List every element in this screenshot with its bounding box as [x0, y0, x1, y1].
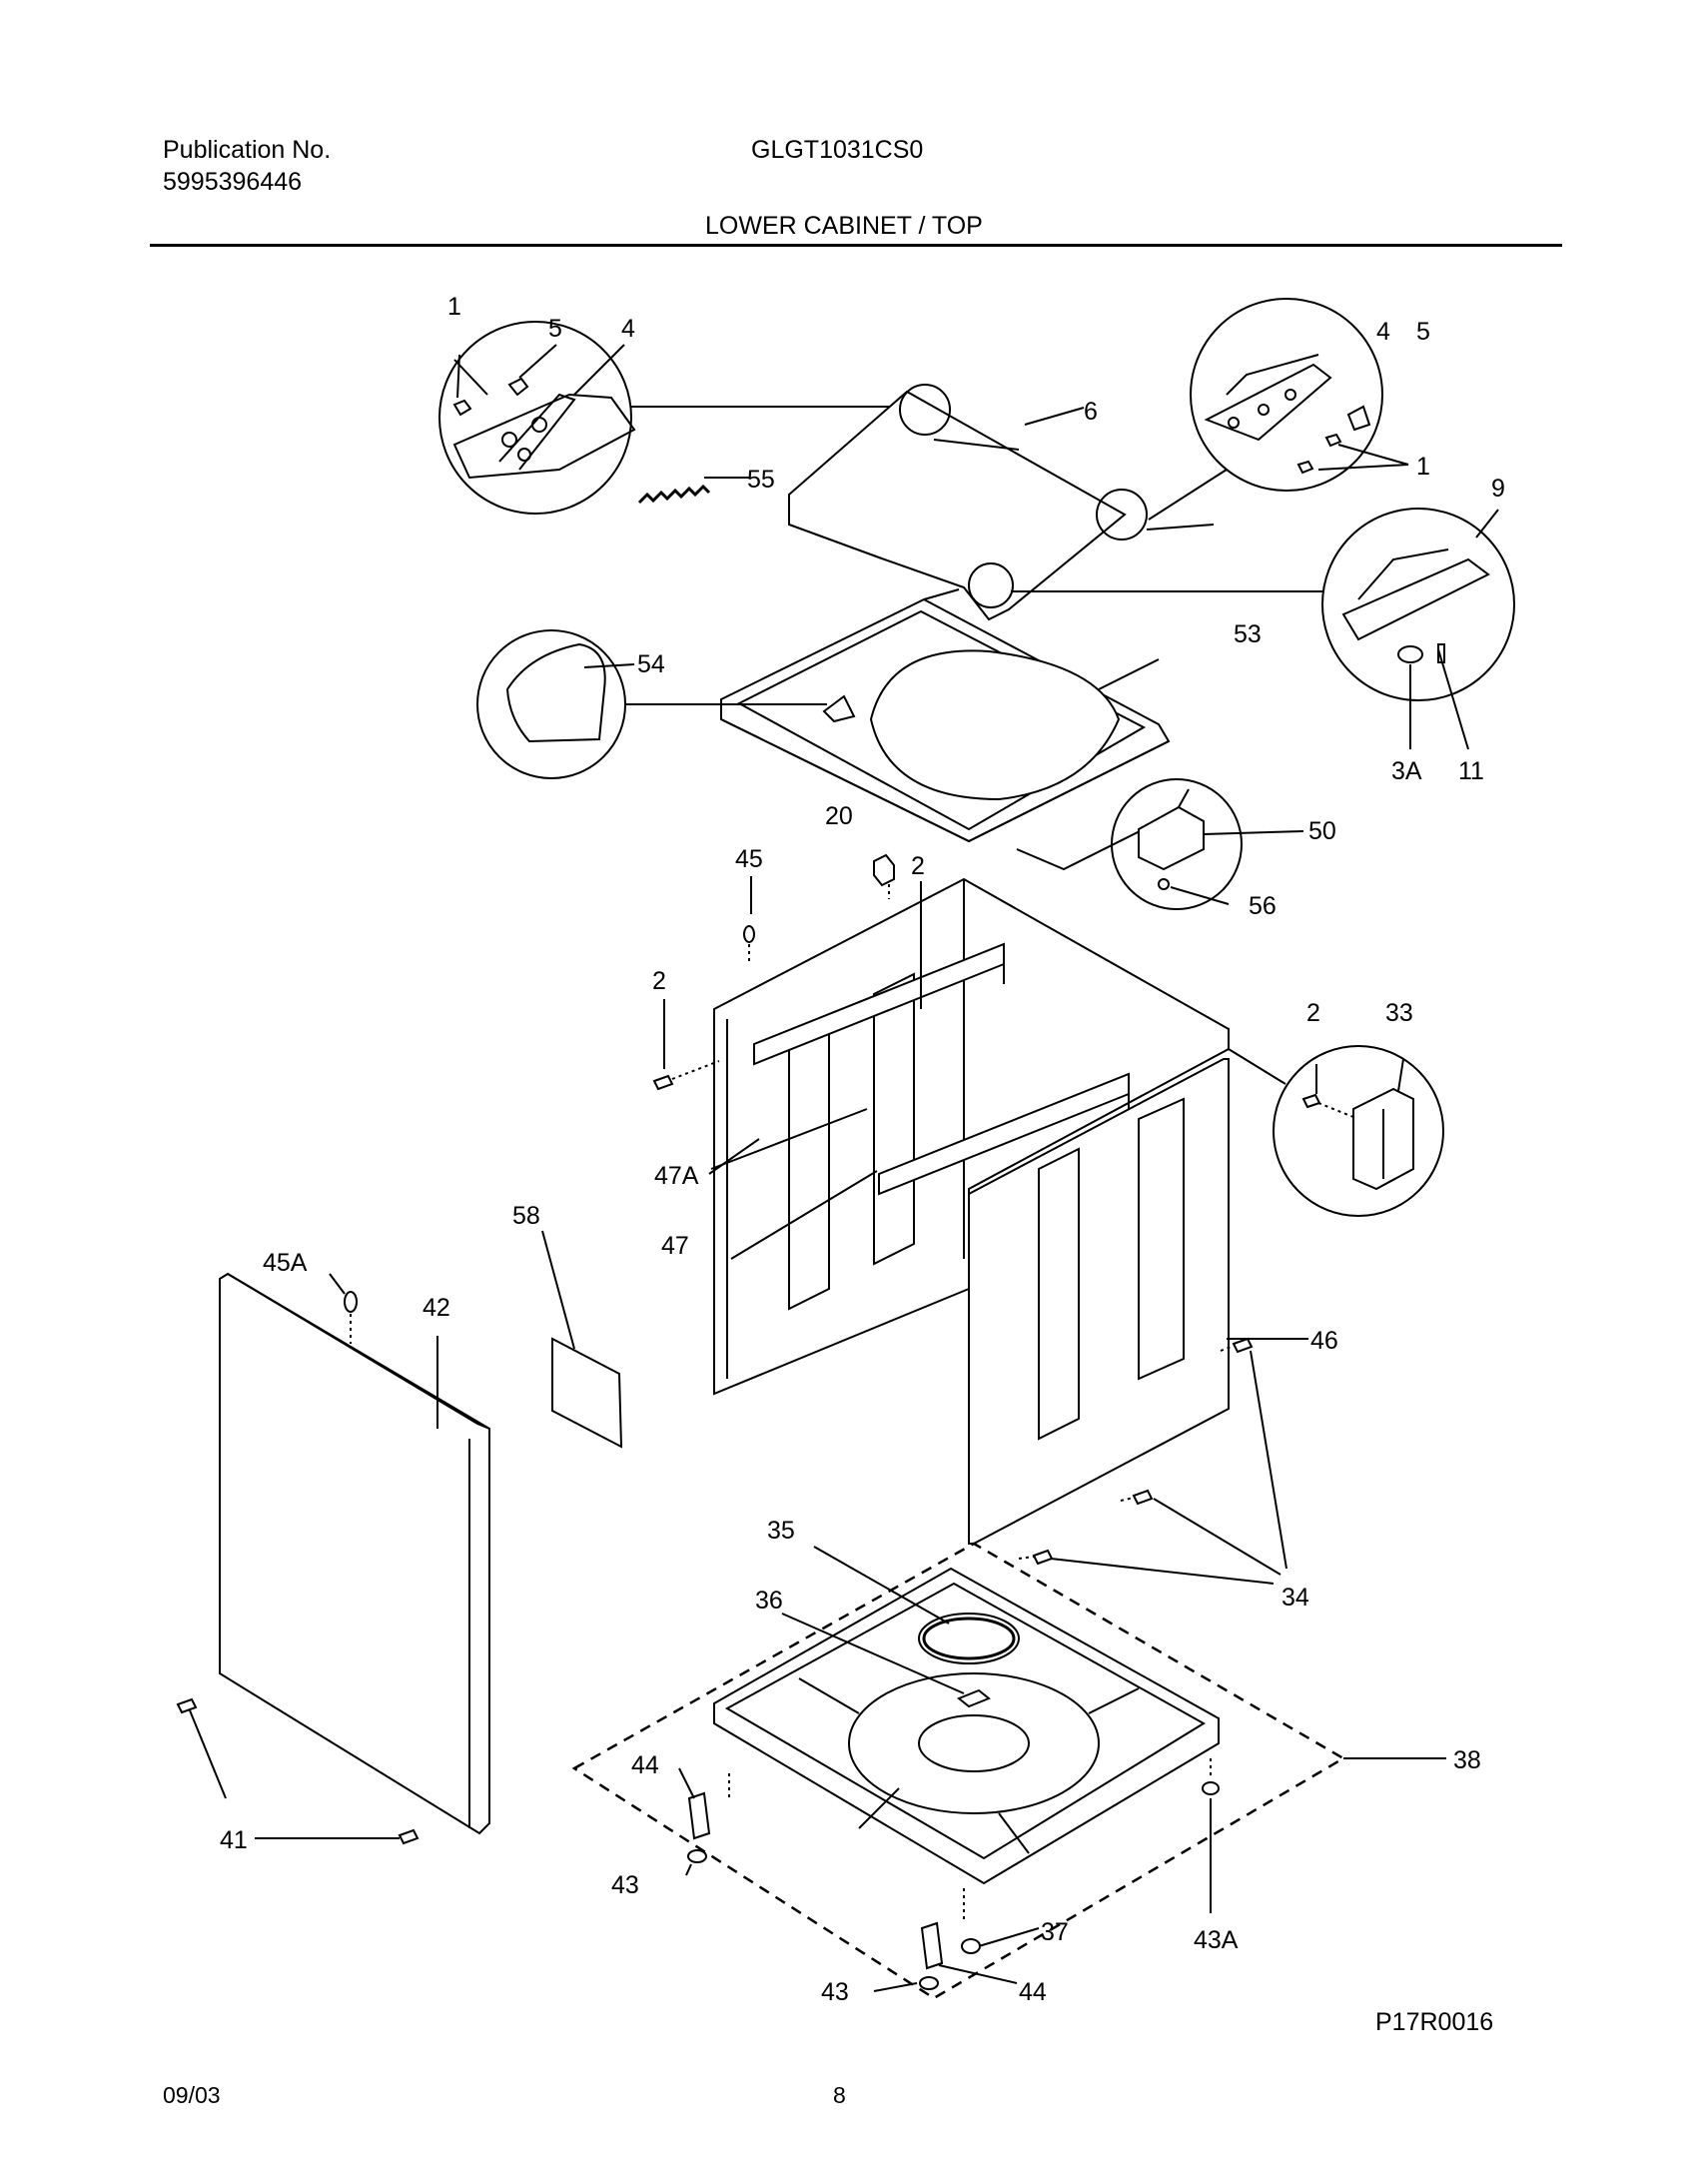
callout-35: 35 [767, 1517, 795, 1545]
footer-date: 09/03 [163, 2082, 221, 2108]
callout-4: 4 [1376, 318, 1390, 346]
lid-spring [637, 477, 749, 505]
callout-43A: 43A [1194, 1926, 1239, 1954]
callout-36: 36 [755, 1587, 783, 1615]
callout-54: 54 [637, 650, 665, 678]
washer-base [571, 1542, 1446, 2000]
callout-4: 4 [621, 315, 635, 343]
callout-9: 9 [1491, 475, 1505, 503]
callout-33: 33 [1385, 999, 1413, 1027]
lid-panel [788, 384, 1148, 621]
publication-label: Publication No. [163, 136, 332, 164]
callout-50: 50 [1308, 817, 1336, 845]
callout-5: 5 [548, 315, 562, 343]
detail-water-valve [1228, 1045, 1444, 1217]
callout-3A: 3A [1391, 757, 1422, 785]
callout-43: 43 [821, 1978, 849, 2006]
model-number: GLGT1031CS0 [751, 136, 924, 164]
washer-top [720, 588, 1175, 871]
cabinet-side-panel [968, 1058, 1308, 1545]
cabinet-back-panel [713, 877, 1230, 1396]
callout-34: 34 [1281, 1584, 1309, 1612]
callout-1: 1 [447, 293, 461, 321]
callout-41: 41 [220, 1826, 248, 1854]
callout-44: 44 [1019, 1978, 1047, 2006]
callout-37: 37 [1041, 1918, 1069, 1946]
front-panel [176, 1272, 490, 1845]
callout-47A: 47A [654, 1162, 699, 1190]
detail-hinge-left [438, 321, 636, 515]
drawing-code: P17R0016 [1375, 2008, 1493, 2036]
callout-42: 42 [423, 1294, 450, 1322]
base-feet [678, 1758, 1220, 1992]
detail-hinge-right [1190, 298, 1409, 492]
callout-43: 43 [611, 1871, 639, 1899]
page-number: 8 [833, 2082, 846, 2108]
callout-20: 20 [825, 802, 853, 830]
callout-44: 44 [631, 1751, 659, 1779]
section-title: LOWER CABINET / TOP [705, 212, 983, 240]
callout-56: 56 [1249, 892, 1277, 920]
callout-labels: 1 5 4 6 55 4 5 1 9 54 53 3A 11 20 45 2 5… [220, 293, 1505, 2006]
callout-58: 58 [512, 1202, 540, 1230]
callout-55: 55 [747, 466, 775, 494]
detail-hinge-mount [1321, 508, 1515, 750]
callout-5: 5 [1416, 318, 1430, 346]
callout-2: 2 [911, 852, 925, 880]
label-card [541, 1230, 623, 1449]
callout-2: 2 [652, 967, 666, 995]
detail-lid-switch [1111, 778, 1304, 910]
callout-53: 53 [1234, 620, 1262, 648]
detail-pad [476, 629, 827, 779]
callout-47: 47 [661, 1232, 689, 1260]
publication-number: 5995396446 [163, 168, 303, 196]
callout-11: 11 [1458, 757, 1484, 785]
header-rule [150, 244, 1562, 247]
callout-2: 2 [1306, 999, 1320, 1027]
callout-45A: 45A [263, 1249, 308, 1277]
callout-38: 38 [1453, 1746, 1481, 1774]
callout-1: 1 [1416, 453, 1430, 481]
cabinet-fasteners [652, 853, 1287, 1585]
callout-6: 6 [1084, 398, 1098, 426]
callout-45: 45 [735, 845, 763, 873]
callout-46: 46 [1310, 1327, 1338, 1355]
